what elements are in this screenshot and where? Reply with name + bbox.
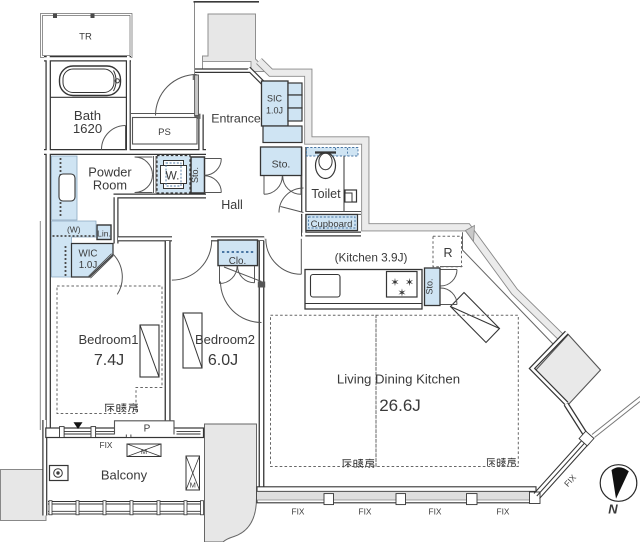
svg-text:FIX: FIX [359,507,372,517]
svg-text:✶: ✶ [405,277,414,289]
svg-text:6.0J: 6.0J [208,352,238,369]
svg-text:(W): (W) [67,225,81,235]
svg-text:FIX: FIX [497,507,510,517]
svg-text:FIX: FIX [100,440,113,450]
svg-text:(Kitchen 3.9J): (Kitchen 3.9J) [335,251,408,265]
svg-text:✶: ✶ [390,277,399,289]
svg-text:Balcony: Balcony [101,468,148,483]
svg-text:Toilet: Toilet [311,187,341,201]
svg-text:1.0J: 1.0J [266,106,283,116]
svg-text:PS: PS [158,127,171,138]
svg-text:FIX: FIX [292,507,305,517]
svg-text:SIC: SIC [267,94,283,104]
svg-text:Sto.: Sto. [190,167,200,183]
svg-text:Bedroom1: Bedroom1 [79,332,139,347]
svg-text:R: R [443,246,452,260]
svg-text:Cupboard: Cupboard [311,219,353,230]
svg-text:Entrance: Entrance [211,112,261,126]
svg-text:26.6J: 26.6J [379,396,421,415]
svg-text:7.4J: 7.4J [94,352,124,369]
svg-text:Bath: Bath [74,108,101,123]
svg-text:P: P [144,424,151,435]
svg-text:N: N [608,502,618,517]
svg-text:FIX: FIX [429,507,442,517]
svg-text:TR: TR [79,32,92,43]
svg-text:✶: ✶ [397,288,406,300]
svg-text:Living Dining Kitchen: Living Dining Kitchen [337,372,460,387]
svg-text:Powder: Powder [88,165,132,180]
svg-text:Sto.: Sto. [272,159,291,171]
svg-text:1620: 1620 [73,121,102,136]
svg-text:Lin.: Lin. [97,229,111,239]
svg-text:Sto.: Sto. [424,278,434,294]
svg-text:W.: W. [166,169,180,183]
svg-text:WIC: WIC [78,249,97,260]
svg-text:Hall: Hall [221,198,243,212]
svg-text:Bedroom2: Bedroom2 [195,332,255,347]
svg-text:M: M [141,447,147,456]
svg-text:Room: Room [93,178,127,193]
svg-text:1.0J: 1.0J [79,260,98,271]
svg-text:M: M [190,481,196,490]
svg-text:Clo.: Clo. [229,256,246,267]
svg-text:FIX: FIX [562,472,578,489]
